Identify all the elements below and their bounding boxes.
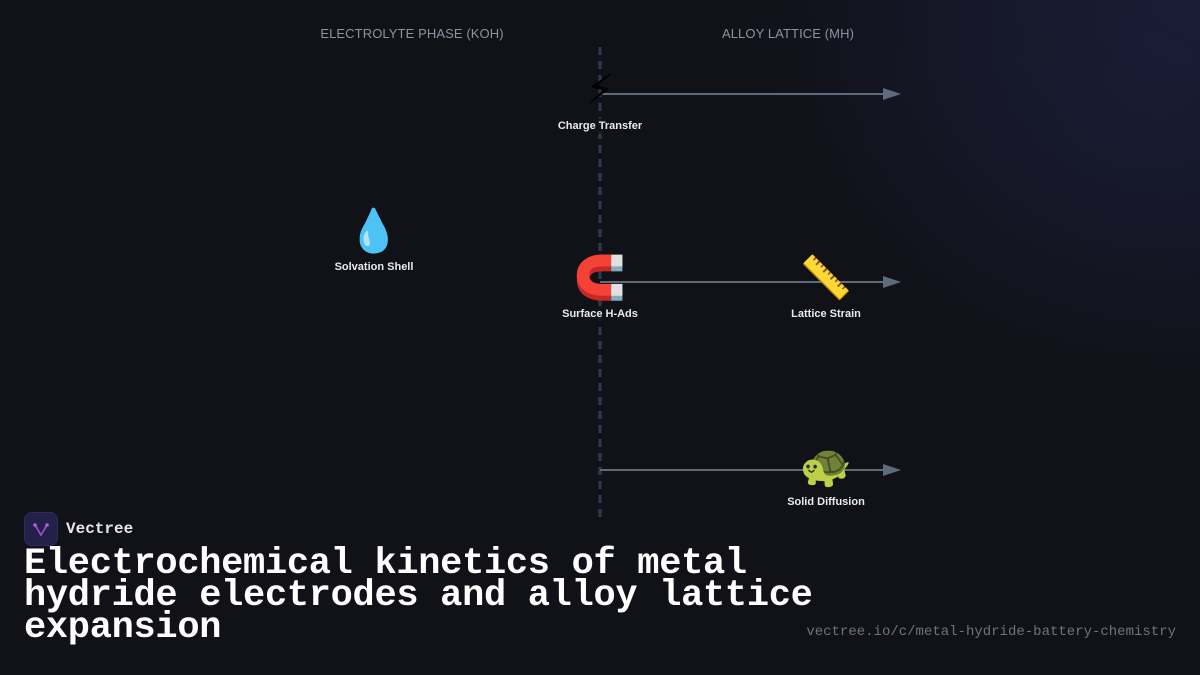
node-label: Solid Diffusion xyxy=(781,494,871,510)
node-label: Surface H-Ads xyxy=(556,306,644,322)
node-label: Charge Transfer xyxy=(551,118,649,134)
ruler-icon: 📏 xyxy=(799,253,853,302)
turtle-icon: 🐢 xyxy=(799,441,853,490)
brand-name: Vectree xyxy=(66,520,134,538)
node-label: Solvation Shell xyxy=(328,259,420,275)
magnet-icon: 🧲 xyxy=(573,253,627,302)
brand: Vectree xyxy=(24,512,133,546)
node-label: Lattice Strain xyxy=(785,306,867,322)
node-solid-diffusion: 🐢 Solid Diffusion xyxy=(781,442,871,510)
diagram-connectors xyxy=(598,47,901,518)
footer: Vectree xyxy=(24,512,133,546)
node-charge-transfer: ⚡ Charge Transfer xyxy=(551,65,649,134)
page-title: Electrochemical kinetics of metal hydrid… xyxy=(24,543,813,649)
phase-label-alloy: ALLOY LATTICE (MH) xyxy=(721,26,855,41)
phase-label-electrolyte: ELECTROLYTE PHASE (KOH) xyxy=(320,26,504,41)
lightning-icon: ⚡ xyxy=(585,65,615,114)
source-url: vectree.io/c/metal-hydride-battery-chemi… xyxy=(806,624,1176,640)
node-lattice-strain: 📏 Lattice Strain xyxy=(785,254,867,322)
droplet-icon: 💧 xyxy=(347,206,401,255)
vectree-logo-icon xyxy=(24,512,58,546)
kinetics-diagram: ELECTROLYTE PHASE (KOH) ALLOY LATTICE (M… xyxy=(320,26,901,518)
node-solvation-shell: 💧 Solvation Shell xyxy=(328,206,420,275)
node-surface-h-ads: 🧲 Surface H-Ads xyxy=(556,254,644,322)
